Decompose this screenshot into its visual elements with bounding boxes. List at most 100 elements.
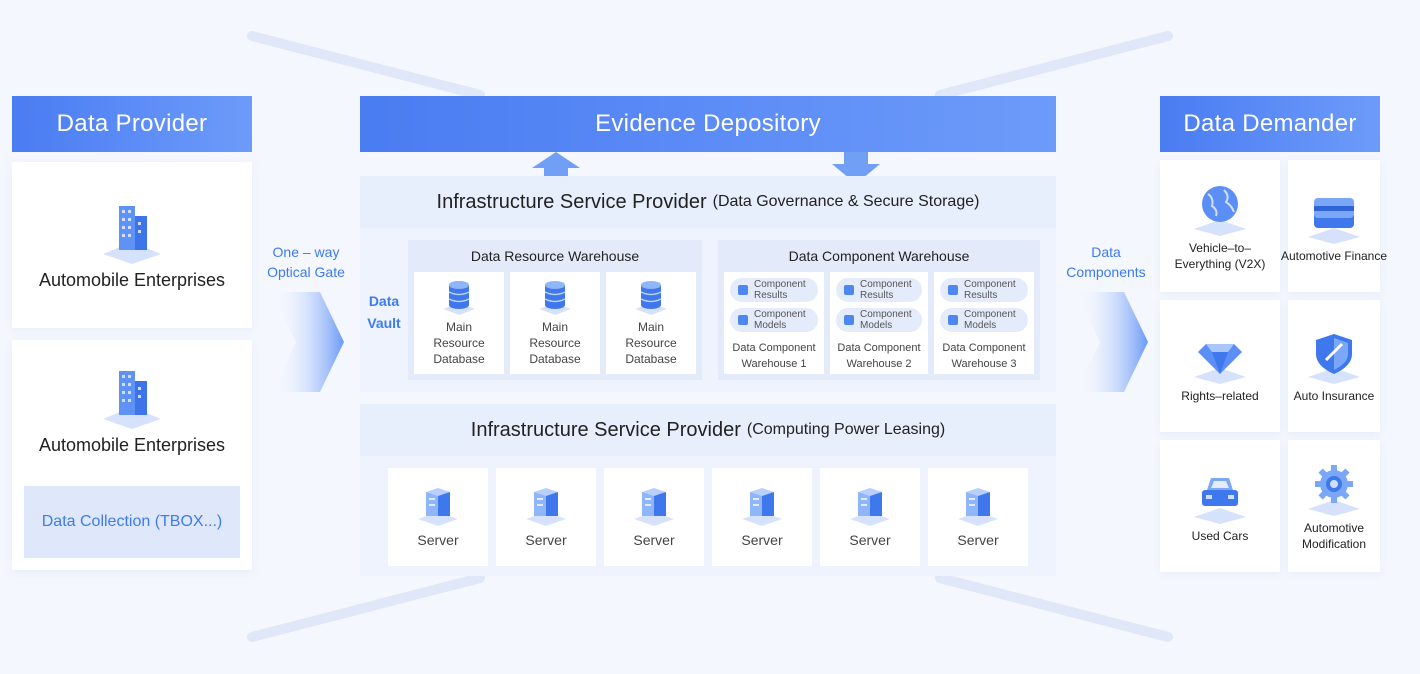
cube-icon: [844, 315, 854, 325]
server-card-6: Server: [928, 468, 1028, 566]
demander-item-label: Auto Insurance: [1293, 389, 1375, 403]
server-card-1: Server: [388, 468, 488, 566]
resource-label-line: Resource: [529, 336, 581, 350]
demander-item-label: Automotive: [1303, 521, 1365, 535]
resource-label-line: Database: [625, 352, 677, 366]
cube-icon: [738, 315, 748, 325]
resource-label-line: Database: [433, 352, 485, 366]
cube-icon: [948, 285, 958, 295]
resource-database-2: Main Resource Database: [510, 272, 600, 374]
component-warehouse-name: Warehouse 3: [951, 358, 1017, 370]
pill-text: Component: [754, 309, 806, 320]
demander-item-insurance: Auto Insurance: [1288, 300, 1380, 432]
database-icon: [635, 281, 667, 315]
optical-gate-line2: Optical Gate: [267, 264, 345, 280]
server-card-4: Server: [712, 468, 812, 566]
demander-item-label: Automotive Finance: [1280, 249, 1388, 263]
building-icon: [103, 205, 161, 264]
server-label: Server: [525, 532, 567, 548]
demander-item-finance: Automotive Finance: [1281, 160, 1387, 292]
pill-text: Models: [964, 320, 997, 331]
data-resource-warehouse: Data Resource Warehouse Main Resource Da…: [408, 240, 702, 380]
server-label: Server: [633, 532, 675, 548]
card-icon: [1308, 198, 1360, 244]
globe-icon: [1194, 186, 1246, 236]
component-warehouse-name: Data Component: [942, 342, 1026, 354]
server-label: Server: [417, 532, 459, 548]
database-icon: [443, 281, 475, 315]
diamond-icon: [1194, 344, 1246, 384]
server-label: Server: [741, 532, 783, 548]
pill-text: Models: [754, 320, 787, 331]
optical-gate-label: One – way Optical Gate: [258, 242, 354, 282]
resource-label-line: Main: [637, 320, 664, 334]
pill-text: Results: [964, 290, 998, 301]
server-label: Server: [849, 532, 891, 548]
data-vault-label: Data Vault: [362, 290, 406, 334]
gear-icon: [1308, 465, 1360, 516]
server-icon: [418, 488, 458, 526]
pill-text: Results: [754, 290, 788, 301]
component-warehouse-name: Data Component: [732, 342, 816, 354]
demander-item-label: Vehicle–to–: [1188, 241, 1252, 255]
demander-item-modification: Automotive Modification: [1288, 440, 1380, 572]
demander-title: Data Demander: [1160, 96, 1380, 152]
computing-title: Infrastructure Service Provider: [470, 418, 741, 441]
server-icon: [850, 488, 890, 526]
pill-text: Component: [754, 279, 806, 290]
provider-title: Data Provider: [12, 96, 252, 152]
data-vault-line2: Vault: [367, 315, 401, 331]
demander-item-label: Rights–related: [1181, 389, 1259, 403]
component-warehouse-name: Warehouse 1: [741, 358, 807, 370]
governance-subtitle: (Data Governance & Secure Storage): [712, 193, 980, 210]
server-card-5: Server: [820, 468, 920, 566]
server-icon: [526, 488, 566, 526]
resource-label-line: Main: [541, 320, 568, 334]
computing-title-bar: Infrastructure Service Provider (Computi…: [360, 404, 1056, 456]
cube-icon: [738, 285, 748, 295]
data-components-line1: Data: [1091, 244, 1121, 260]
right-chevron-arrow-icon: [1076, 292, 1148, 392]
building-icon: [103, 370, 161, 429]
resource-label-line: Database: [529, 352, 581, 366]
demander-grid: Vehicle–to– Everything (V2X) Automotive …: [1160, 160, 1387, 572]
component-warehouse-name: Warehouse 2: [846, 358, 912, 370]
car-icon: [1194, 478, 1246, 524]
down-arrow-icon: [832, 152, 880, 184]
governance-title: Infrastructure Service Provider: [436, 190, 707, 213]
component-warehouse-name: Data Component: [837, 342, 921, 354]
pill-text: Results: [860, 290, 894, 301]
server-icon: [958, 488, 998, 526]
cube-icon: [948, 315, 958, 325]
provider-card-2-label: Automobile Enterprises: [38, 434, 226, 455]
server-icon: [742, 488, 782, 526]
provider-card-2: Automobile Enterprises Data Collection (…: [12, 340, 252, 570]
server-card-3: Server: [604, 468, 704, 566]
database-icon: [539, 281, 571, 315]
left-chevron-arrow-icon: [272, 292, 344, 392]
cube-icon: [844, 285, 854, 295]
demander-item-rights: Rights–related: [1160, 300, 1280, 432]
data-collection-box: Data Collection (TBOX...): [24, 486, 240, 558]
resource-label-line: Resource: [433, 336, 485, 350]
server-icon: [634, 488, 674, 526]
server-card-2: Server: [496, 468, 596, 566]
pill-text: Component: [964, 309, 1016, 320]
provider-card-1-label: Automobile Enterprises: [38, 269, 226, 290]
resource-database-1: Main Resource Database: [414, 272, 504, 374]
computing-body: Server Server Server: [360, 456, 1056, 576]
demander-item-label: Modification: [1301, 537, 1367, 551]
evidence-depository-title: Evidence Depository: [360, 96, 1056, 152]
provider-card-1: Automobile Enterprises: [12, 162, 252, 328]
demander-item-label: Used Cars: [1191, 529, 1249, 543]
data-vault-line1: Data: [368, 293, 400, 309]
governance-title-bar: Infrastructure Service Provider (Data Go…: [360, 176, 1056, 228]
